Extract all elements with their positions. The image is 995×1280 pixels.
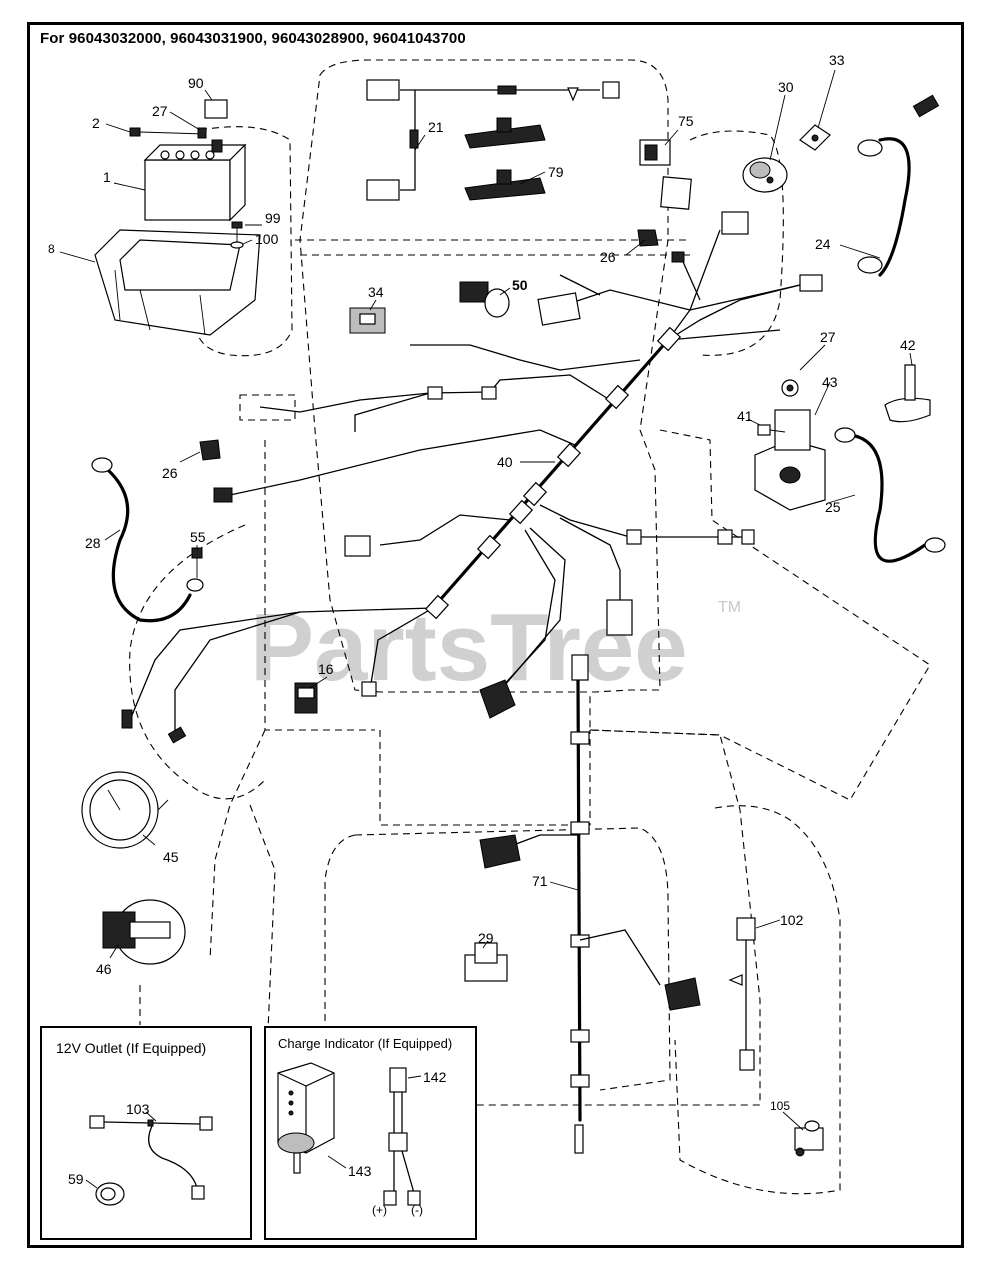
callout-90: 90 [188,75,204,91]
callout-1: 1 [103,169,111,185]
callout-142: 142 [423,1069,447,1085]
switch-29 [464,942,508,982]
callout-24: 24 [815,236,831,252]
callout-59: 59 [68,1171,84,1187]
brackets-79 [464,117,546,201]
switch-75 [639,139,671,166]
ground-cable-28 [91,457,204,623]
callout-33: 33 [829,52,845,68]
relay-16 [294,682,318,714]
screw-55 [191,547,203,578]
callout-79: 79 [548,164,564,180]
inset-charge-indicator-title: Charge Indicator (If Equipped) [278,1036,453,1051]
battery-tray [94,229,261,336]
callout-30: 30 [778,79,794,95]
battery-hardware [129,99,228,139]
callout-71: 71 [532,873,548,889]
battery-cable-25 [834,427,946,563]
model-numbers-label: For 96043032000, 96043031900, 9604302890… [40,30,466,47]
hour-meter [102,899,186,965]
gauge-45 [81,771,169,849]
callout-16: 16 [318,661,334,677]
harness-connectors [121,535,701,1011]
chassis-outline [129,59,931,1195]
main-wire-harness [129,229,801,735]
connector-102 [728,917,756,1071]
charge-minus-label: (-) [411,1203,423,1217]
battery [143,139,247,222]
callout-103: 103 [126,1101,150,1117]
harness-71 [499,654,661,1154]
ignition-switch [742,157,788,193]
switch-34 [349,307,386,334]
switch-50 [459,281,510,318]
callout-102: 102 [780,912,804,928]
ignition-key [799,124,831,151]
callout-143: 143 [348,1163,372,1179]
callout-8: 8 [48,242,55,256]
inset-12v-outlet-drawing: 103 59 [68,1101,213,1206]
callout-29: 29 [478,930,494,946]
callout-25: 25 [825,499,841,515]
callout-45: 45 [163,849,179,865]
connector-set-21 [366,79,620,201]
callout-105: 105 [770,1099,790,1113]
callout-50: 50 [512,277,528,293]
terminal-boot [884,364,931,423]
battery-cable-24 [857,94,940,277]
harness-labels [537,176,823,326]
callout-26-b: 26 [162,465,178,481]
callout-27-b: 27 [820,329,836,345]
inset-charge-indicator: Charge Indicator (If Equipped) 142 143 (… [264,1026,477,1240]
charge-plus-label: (+) [372,1203,387,1217]
drawing-frame [27,22,964,1248]
inset-charge-indicator-drawing: 142 143 (+) (-) [277,1062,447,1217]
leader-lines [59,69,913,1131]
callout-46: 46 [96,961,112,977]
callout-41: 41 [737,408,753,424]
callout-42: 42 [900,337,916,353]
callout-55: 55 [190,529,206,545]
callout-28: 28 [85,535,101,551]
callout-27-a: 27 [152,103,168,119]
callout-numbers: 90 2 27 1 8 99 100 21 79 75 30 33 24 26 … [48,52,916,1113]
inset-12v-outlet: 12V Outlet (If Equipped) 103 59 [40,1026,252,1240]
inset-12v-outlet-title: 12V Outlet (If Equipped) [56,1040,207,1056]
callout-26-a: 26 [600,249,616,265]
screw-and-washer [230,221,244,249]
callout-21: 21 [428,119,444,135]
fuse-26-left [199,439,233,503]
callout-40: 40 [497,454,513,470]
starter-solenoid [754,379,826,511]
fuse-26 [637,229,685,263]
callout-43: 43 [822,374,838,390]
solenoid-105 [794,1120,824,1157]
callout-100: 100 [255,231,279,247]
screw-41 [757,424,786,436]
callout-75: 75 [678,113,694,129]
callout-34: 34 [368,284,384,300]
callout-99: 99 [265,210,281,226]
callout-2: 2 [92,115,100,131]
watermark-tm: TM [718,599,741,616]
